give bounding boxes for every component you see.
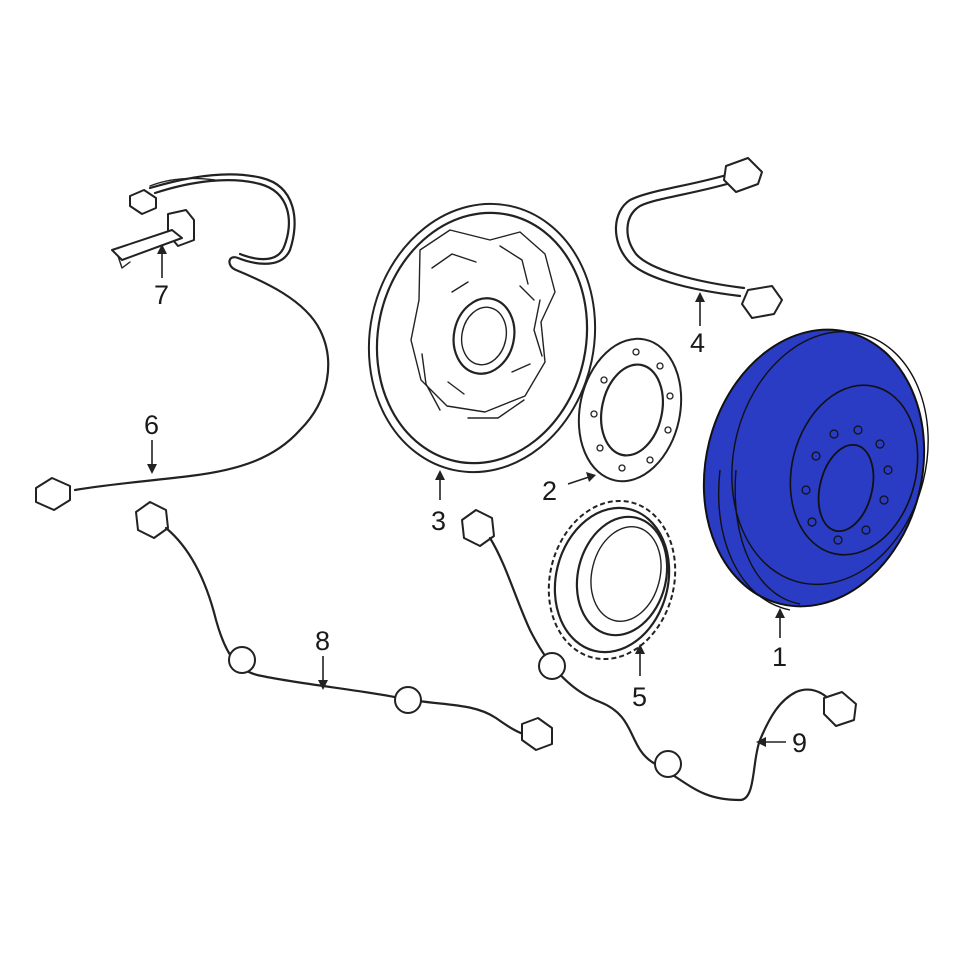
- abs-tone-ring-part[interactable]: [532, 487, 691, 672]
- callout-2[interactable]: 2: [542, 476, 557, 506]
- callout-8[interactable]: 8: [315, 626, 330, 656]
- gasket-part[interactable]: [566, 329, 694, 491]
- leader-lines: [147, 244, 786, 747]
- callout-labels: 7 6 3 2 4 5 1 8 9: [144, 280, 807, 758]
- abs-sensor-left-part[interactable]: [135, 501, 553, 751]
- callout-3[interactable]: 3: [431, 506, 446, 536]
- callout-1[interactable]: 1: [772, 642, 787, 672]
- callout-7[interactable]: 7: [154, 280, 169, 310]
- sensor-clip-part[interactable]: [111, 177, 216, 269]
- abs-sensor-right-part[interactable]: [461, 509, 857, 802]
- backing-plate-part[interactable]: [344, 183, 619, 494]
- brake-drum-part[interactable]: [675, 306, 954, 630]
- callout-9[interactable]: 9: [792, 728, 807, 758]
- wire-harness-upper-part[interactable]: [35, 173, 330, 511]
- callout-4[interactable]: 4: [690, 328, 705, 358]
- callout-6[interactable]: 6: [144, 410, 159, 440]
- brake-hose-part[interactable]: [614, 157, 783, 319]
- callout-5[interactable]: 5: [632, 682, 647, 712]
